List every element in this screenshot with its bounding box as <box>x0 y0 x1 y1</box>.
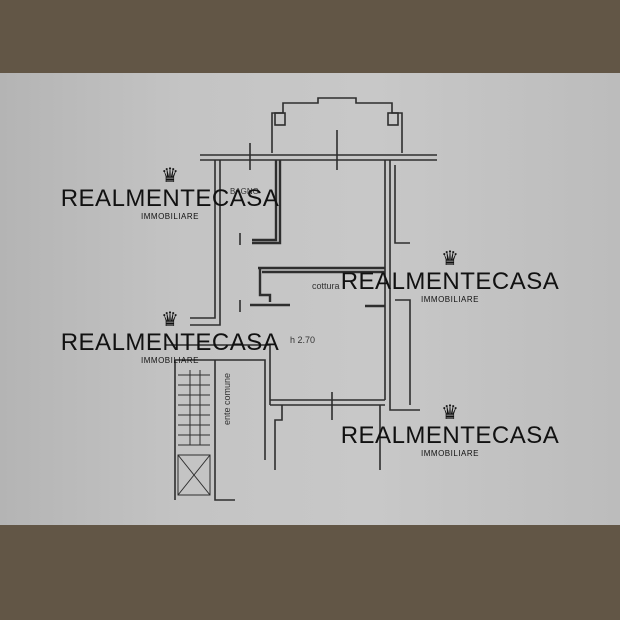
watermark: ♛ REALMENTECASA IMMOBILIARE <box>340 249 560 304</box>
watermark-subtitle: IMMOBILIARE <box>421 295 479 304</box>
top-bay-pillar-right <box>387 112 399 126</box>
room-label-common: ente comune <box>222 372 232 425</box>
right-wall <box>384 160 420 411</box>
elevator-shaft <box>177 454 211 496</box>
top-wall <box>200 154 437 161</box>
top-bay-pillar-left <box>274 112 286 126</box>
watermark: ♛ REALMENTECASA IMMOBILIARE <box>340 403 560 458</box>
watermark-brand: REALMENTECASA <box>60 329 280 356</box>
stairwell-wall <box>165 344 271 501</box>
left-wall <box>190 160 221 326</box>
stairs <box>177 370 211 496</box>
room-label-bathroom: BAGNO <box>230 187 259 196</box>
partition-wall <box>250 268 290 307</box>
crown-icon: ♛ <box>161 165 179 187</box>
watermark-subtitle: IMMOBILIARE <box>141 356 199 365</box>
floor-plan-drawing <box>165 97 437 501</box>
ceiling-height-label: h 2.70 <box>290 335 316 345</box>
kitchen-wall <box>258 266 385 274</box>
watermark: ♛ REALMENTECASA IMMOBILIARE <box>60 310 280 365</box>
floor-plan: BAGNO cottura h 2.70 ente comune <box>0 73 620 525</box>
watermark-brand: REALMENTECASA <box>340 422 560 449</box>
room-label-kitchen: cottura <box>312 281 340 291</box>
crown-icon: ♛ <box>441 402 459 424</box>
crown-icon: ♛ <box>161 309 179 331</box>
watermark-brand: REALMENTECASA <box>60 185 280 212</box>
crown-icon: ♛ <box>441 248 459 270</box>
bottom-wall <box>270 399 385 406</box>
watermark-brand: REALMENTECASA <box>340 268 560 295</box>
neighbor-wall <box>394 165 411 405</box>
bottom-bay-wall <box>274 405 381 470</box>
watermark-subtitle: IMMOBILIARE <box>421 449 479 458</box>
bathroom-wall <box>252 160 282 245</box>
watermark-subtitle: IMMOBILIARE <box>141 212 199 221</box>
watermark: ♛ REALMENTECASA IMMOBILIARE <box>60 166 280 221</box>
